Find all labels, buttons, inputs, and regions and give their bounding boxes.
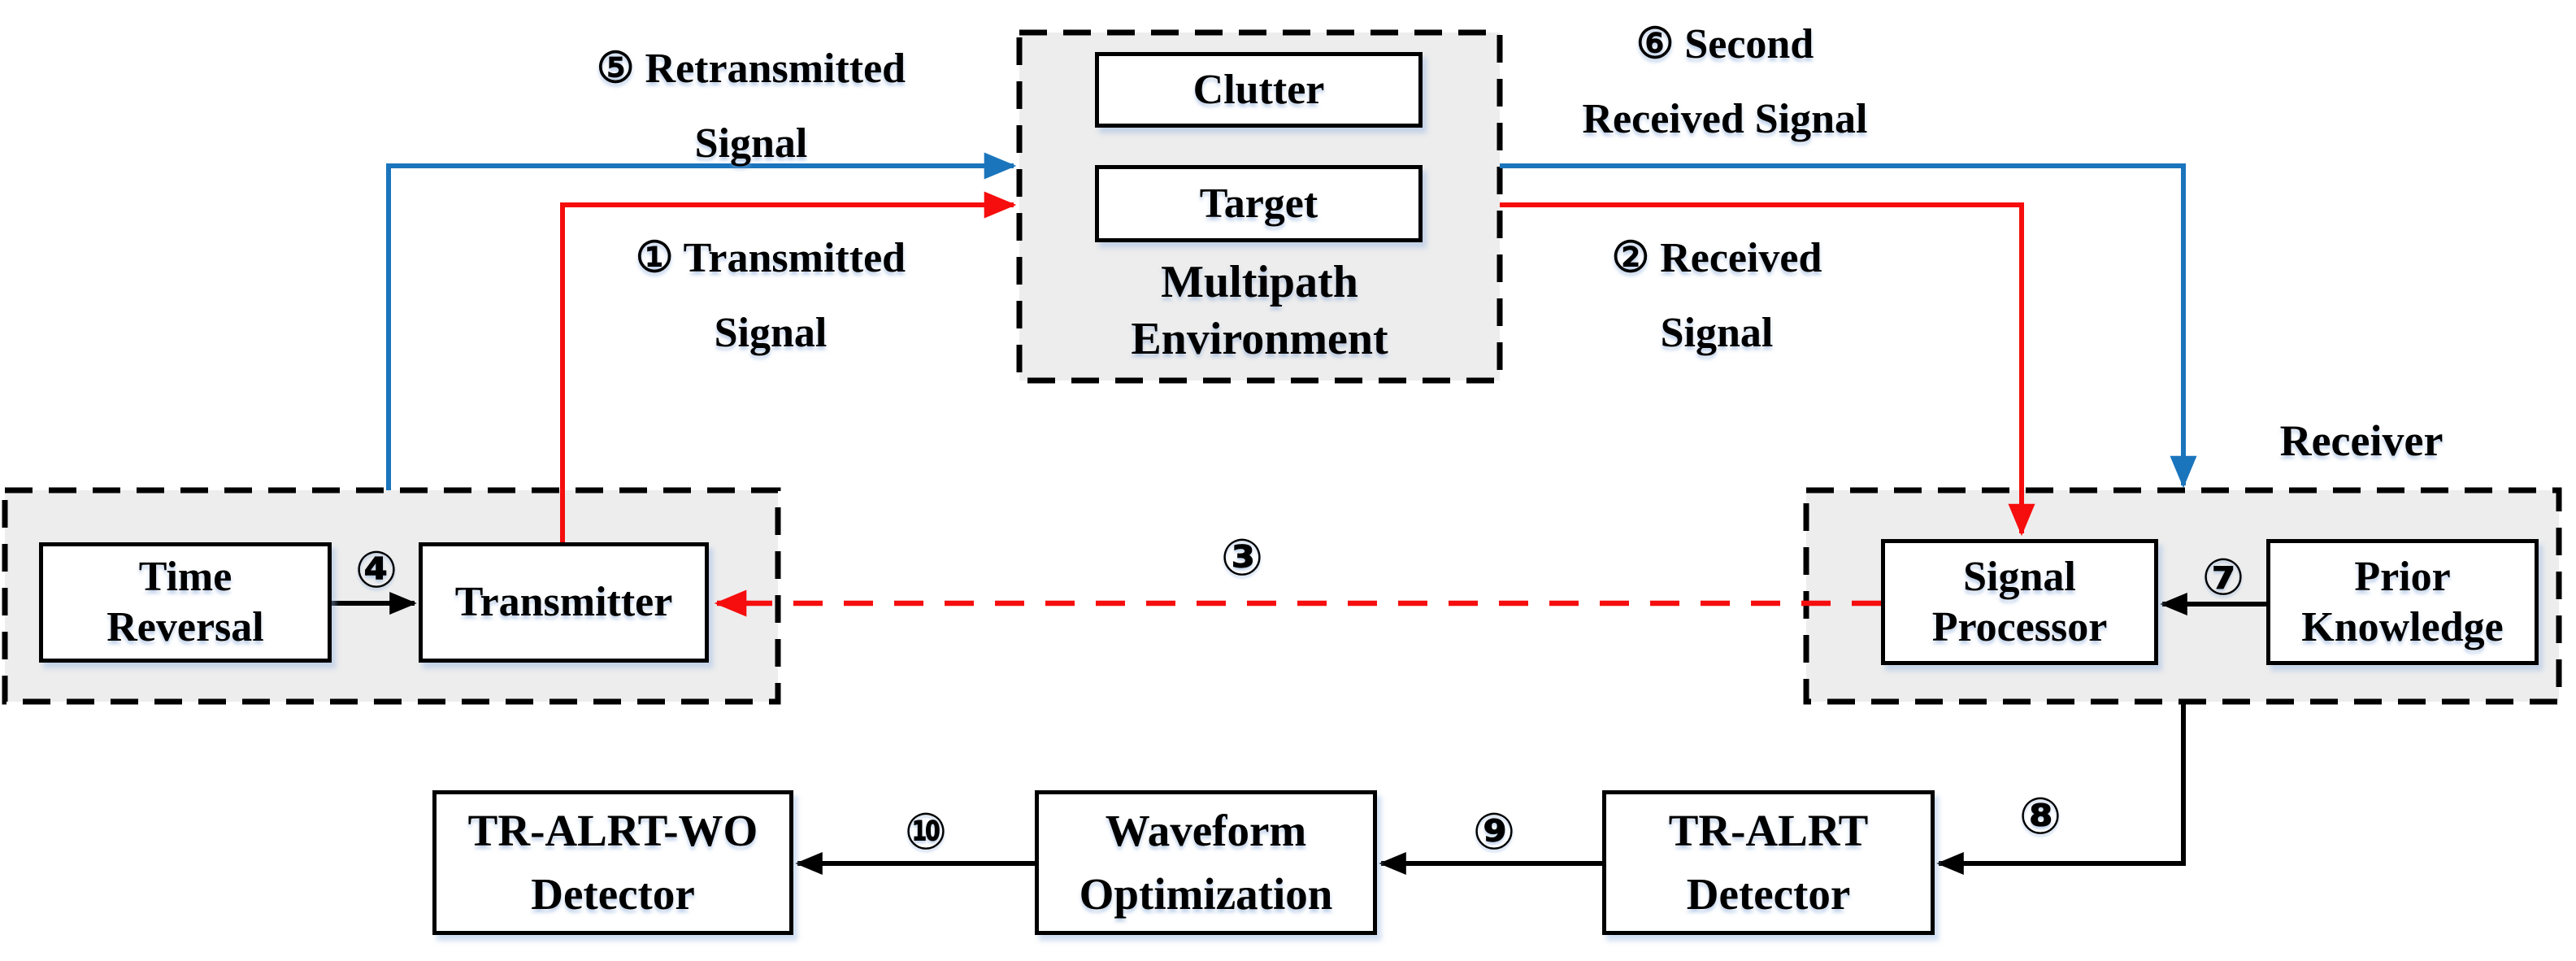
step-9-number: ⑨ [1472, 802, 1516, 861]
retransmitted-signal-label: ⑤ Retransmitted Signal [597, 32, 906, 181]
received-signal-path [1500, 202, 2035, 537]
tr-alrt-line2: Detector [1686, 869, 1851, 919]
step-7-number: ⑦ [2201, 547, 2245, 607]
received-line1: ② Received [1611, 235, 1822, 281]
signal-processor-box: Signal Processor [1881, 539, 2158, 665]
transmitted-line2: Signal [714, 310, 828, 356]
waveform-line2: Optimization [1079, 869, 1333, 919]
prior-knowledge-line2: Knowledge [2301, 603, 2504, 650]
received-signal-label: ② Received Signal [1612, 221, 1822, 371]
receiver-to-tr-alrt-arrow [1936, 702, 2186, 875]
time-reversal-box: Time Reversal [39, 542, 332, 663]
transmitter-label: Transmitter [454, 579, 673, 625]
prior-knowledge-box: Prior Knowledge [2266, 539, 2539, 665]
transmitted-line1: ① Transmitted [635, 235, 906, 281]
transmitted-signal-path [560, 191, 1017, 542]
transmitted-signal-label: ① Transmitted Signal [636, 221, 906, 371]
step-4-number: ④ [354, 540, 398, 599]
tr-alrt-wo-line2: Detector [531, 869, 695, 919]
transmitter-box: Transmitter [419, 542, 709, 663]
tr-alrt-line1: TR-ALRT [1668, 806, 1869, 855]
tr-alrt-detector-box: TR-ALRT Detector [1602, 790, 1935, 935]
second-received-line1: ⑥ Second [1636, 21, 1814, 67]
step-3-number: ③ [1220, 528, 1264, 587]
time-reversal-line2: Reversal [106, 604, 264, 650]
second-received-signal-label: ⑥ Second Received Signal [1583, 7, 1868, 157]
tr-alrt-wo-line1: TR-ALRT-WO [467, 806, 758, 855]
receiver-title: Receiver [2280, 416, 2444, 465]
multipath-caption-line2: Environment [1131, 314, 1388, 364]
retransmitted-line2: Signal [694, 120, 808, 167]
waveform-optimization-box: Waveform Optimization [1035, 790, 1377, 935]
tr-alrt-wo-detector-box: TR-ALRT-WO Detector [432, 790, 793, 935]
multipath-environment-caption: Multipath Environment [1019, 254, 1500, 367]
second-received-line2: Received Signal [1582, 96, 1868, 142]
step-10-number: ⑩ [904, 802, 948, 861]
target-label: Target [1199, 180, 1318, 227]
signal-processor-line1: Signal [1963, 553, 2076, 600]
prior-knowledge-line1: Prior [2354, 553, 2451, 600]
step-8-number: ⑧ [2018, 786, 2062, 846]
multipath-caption-line1: Multipath [1161, 257, 1358, 307]
retransmitted-signal-path [386, 152, 1017, 490]
time-reversal-line1: Time [138, 554, 232, 600]
clutter-label: Clutter [1192, 66, 1325, 113]
retransmitted-line1: ⑤ Retransmitted [596, 46, 906, 92]
second-received-signal-path [1500, 163, 2197, 489]
target-box: Target [1095, 165, 1423, 242]
clutter-box: Clutter [1095, 52, 1423, 128]
waveform-line1: Waveform [1105, 806, 1307, 855]
received-line2: Signal [1660, 310, 1774, 356]
receiver-title-text: Receiver [2279, 416, 2444, 465]
signal-processor-line2: Processor [1931, 603, 2108, 650]
